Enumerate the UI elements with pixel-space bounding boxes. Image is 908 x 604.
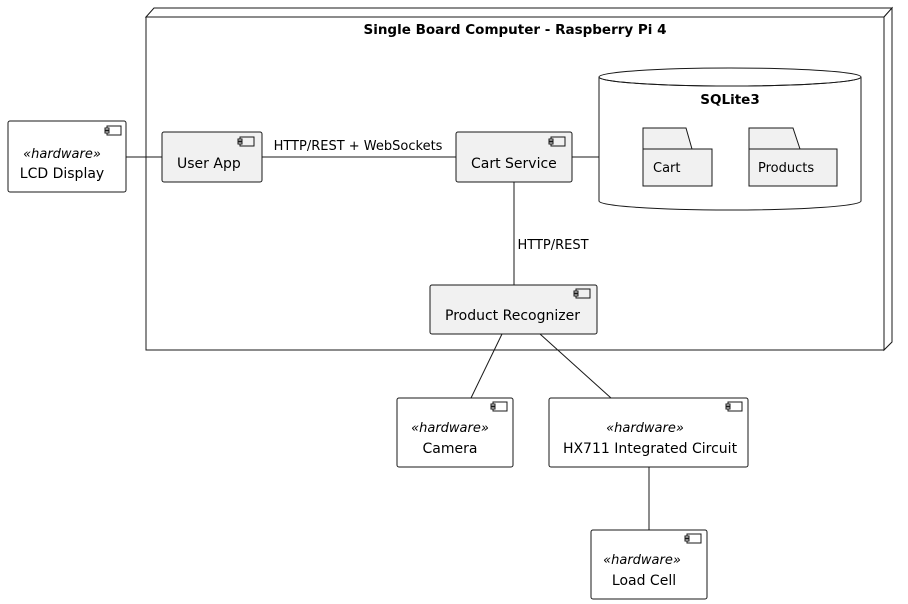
database-sqlite3[interactable]: SQLite3 Cart Products [598,67,862,211]
hardware-hx711[interactable]: «hardware» HX711 Integrated Circuit [548,397,749,468]
link-label-rest: HTTP/REST [517,238,588,253]
hardware-camera[interactable]: «hardware» Camera [396,397,514,468]
table-products-label: Products [758,161,814,176]
link-recognizer-hx711 [539,333,612,399]
table-cart[interactable]: Cart [642,127,713,187]
component-user-app-label: User App [177,156,241,172]
stereotype-hardware: «hardware» [23,147,101,162]
component-icon [490,401,508,412]
hardware-load-cell-label: Load Cell [612,573,676,589]
component-icon [237,136,255,147]
component-icon [684,533,702,544]
node-title: Single Board Computer - Raspberry Pi 4 [363,22,666,38]
component-icon [548,136,566,147]
link-label-rest-websockets: HTTP/REST + WebSockets [274,139,443,154]
component-cart-service-label: Cart Service [471,156,557,172]
stereotype-hardware: «hardware» [606,421,684,436]
hardware-camera-label: Camera [423,441,478,457]
component-cart-service[interactable]: Cart Service [455,131,573,183]
component-product-recognizer[interactable]: Product Recognizer [429,284,598,335]
stereotype-hardware: «hardware» [411,421,489,436]
stereotype-hardware: «hardware» [603,553,681,568]
component-icon [104,125,122,136]
hardware-lcd-display[interactable]: «hardware» LCD Display [7,120,127,193]
database-title: SQLite3 [700,92,759,108]
link-recognizer-camera [470,333,503,399]
hardware-load-cell[interactable]: «hardware» Load Cell [590,529,708,600]
table-cart-label: Cart [653,161,681,176]
hardware-hx711-label: HX711 Integrated Circuit [563,441,738,457]
component-icon [573,288,591,299]
connectors [126,156,650,530]
table-products[interactable]: Products [748,127,838,187]
component-user-app[interactable]: User App [161,131,263,183]
hardware-lcd-display-label: LCD Display [20,166,104,182]
component-icon [725,401,743,412]
component-product-recognizer-label: Product Recognizer [445,308,580,324]
